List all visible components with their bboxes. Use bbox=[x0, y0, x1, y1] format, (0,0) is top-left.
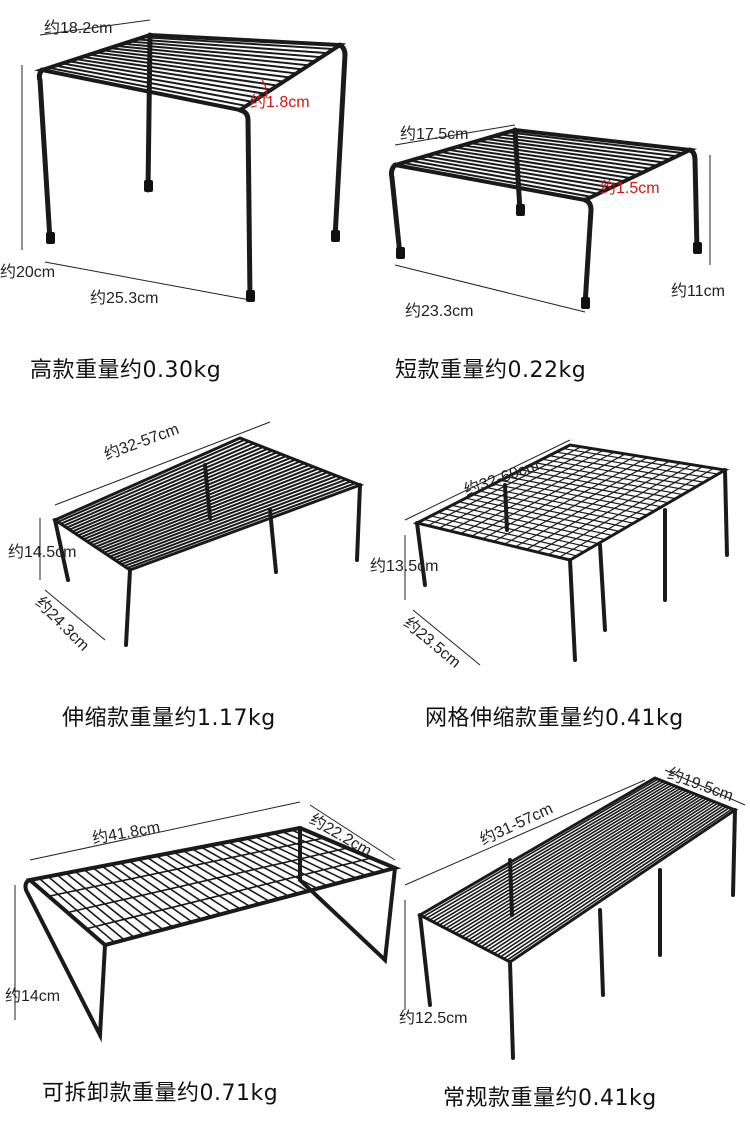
detachable-height-label: 约14cm bbox=[5, 988, 61, 1005]
tall-rack-image bbox=[21, 19, 348, 302]
detachable-rack-image bbox=[14, 801, 402, 1043]
regular-caption: 常规款重量约0.41kg bbox=[443, 1086, 657, 1111]
tall-height-label: 约20cm bbox=[0, 264, 56, 281]
product-grid-telescopic: 约32-60cm 约13.5cm 约23.5cm 网格伸缩款重量约0.41kg bbox=[370, 390, 750, 750]
regular-rack-image bbox=[404, 769, 746, 1060]
detachable-caption: 可拆卸款重量约0.71kg bbox=[42, 1081, 279, 1106]
short-wire-gap-label: 约1.5cm bbox=[600, 180, 660, 197]
tall-length-label: 约25.3cm bbox=[90, 290, 159, 307]
regular-height-label: 约12.5cm bbox=[399, 1010, 468, 1027]
telescopic-height-label: 约14.5cm bbox=[8, 544, 77, 561]
telescopic-rack-image bbox=[39, 421, 365, 647]
product-short: 约17.5cm 约1.5cm 约11cm 约23.3cm 短款重量约0.22kg bbox=[375, 0, 750, 390]
product-detachable: 约41.8cm 约22.2cm 约14cm 可拆卸款重量约0.71kg bbox=[0, 750, 402, 1147]
tall-wire-gap-label: 约1.8cm bbox=[250, 94, 310, 111]
tall-width-label: 约18.2cm bbox=[44, 20, 113, 37]
telescopic-caption: 伸缩款重量约1.17kg bbox=[62, 706, 276, 731]
short-width-label: 约17.5cm bbox=[400, 126, 469, 143]
product-tall: 约18.2cm 约1.8cm 约20cm 约25.3cm 高款重量约0.30kg bbox=[0, 0, 375, 390]
product-regular: 约31-57cm 约19.5cm 约12.5cm 常规款重量约0.41kg bbox=[375, 750, 750, 1147]
grid-height-label: 约13.5cm bbox=[370, 558, 439, 575]
short-rack-image bbox=[388, 124, 711, 313]
short-length-label: 约23.3cm bbox=[405, 303, 474, 320]
tall-caption: 高款重量约0.30kg bbox=[30, 358, 222, 383]
short-caption: 短款重量约0.22kg bbox=[395, 358, 587, 383]
short-height-label: 约11cm bbox=[671, 283, 725, 300]
product-telescopic: 约32-57cm 约14.5cm 约24.3cm 伸缩款重量约1.17kg bbox=[0, 390, 375, 750]
grid-telescopic-caption: 网格伸缩款重量约0.41kg bbox=[425, 706, 684, 731]
grid-telescopic-rack-image bbox=[404, 439, 730, 666]
